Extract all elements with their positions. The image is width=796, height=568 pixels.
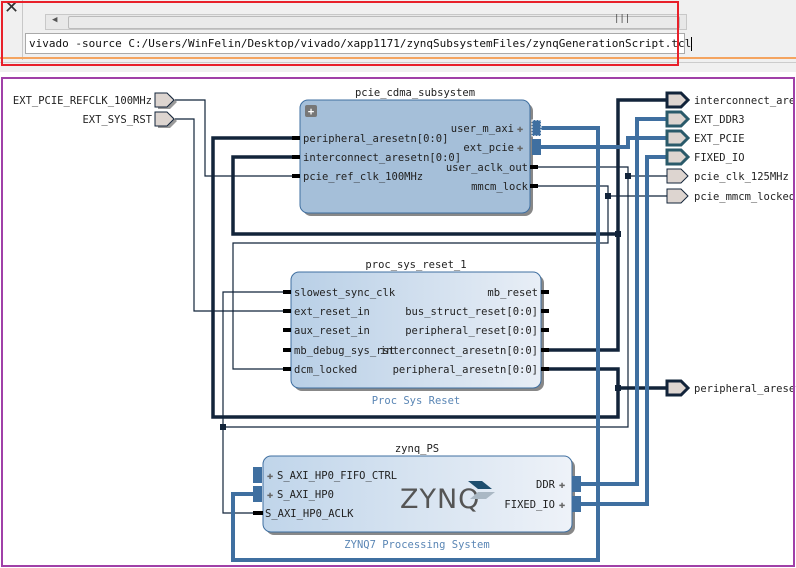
zynq-logo: ZYNQ (400, 481, 495, 515)
port-label: interconnect_aresetn (694, 95, 796, 107)
bus-plus-icon[interactable]: ✚ (517, 142, 523, 154)
divider (0, 62, 796, 63)
net-user-aclk[interactable] (222, 166, 629, 428)
port-label: EXT_PCIE_REFCLK_100MHz (13, 95, 152, 107)
pin-label: aux_reset_in (294, 325, 370, 337)
highlight-diagram (1, 77, 795, 567)
tcl-command-input[interactable]: vivado -source C:/Users/WinFelin/Desktop… (25, 33, 693, 54)
block-subtitle: ZYNQ7 Processing System (344, 539, 489, 551)
pin-label: pcie_ref_clk_100MHz (303, 171, 423, 183)
command-text: vivado -source C:/Users/WinFelin/Desktop… (29, 37, 692, 50)
pin-label: peripheral_aresetn[0:0] (393, 364, 538, 376)
pin-label: interconnect_aresetn[0:0] (303, 152, 461, 164)
port-pcie-mmcm-locked[interactable]: pcie_mmcm_locked (666, 188, 795, 204)
bus-ddr[interactable] (578, 117, 667, 486)
port-ext-pcie-refclk[interactable]: EXT_PCIE_REFCLK_100MHz (13, 92, 177, 109)
reset-nets (211, 98, 667, 419)
port-label: EXT_DDR3 (694, 114, 745, 126)
external-output-ports: interconnect_aresetn EXT_DDR3 EXT_PCIE F… (665, 91, 796, 397)
svg-text:+: + (308, 106, 314, 118)
block-proc-sys-reset[interactable]: proc_sys_reset_1 slowest_sync_clk ext_re… (283, 259, 549, 407)
bus-fixed-io[interactable] (578, 155, 667, 506)
net-aclk-zynq[interactable] (222, 427, 263, 514)
pin-label: FIXED_IO (504, 499, 555, 511)
port-fixed-io[interactable]: FIXED_IO (665, 148, 745, 166)
port-label: EXT_PCIE (694, 133, 745, 145)
port-label: pcie_clk_125MHz (694, 171, 789, 183)
pin-label: ext_reset_in (294, 306, 370, 318)
pin-label: mb_debug_sys_rst (294, 345, 395, 357)
bus-pin-icon (253, 486, 262, 502)
port-interconnect-aresetn[interactable]: interconnect_aresetn (665, 91, 796, 109)
net-mmcm-lock[interactable] (232, 185, 609, 370)
bus-pin-icon (572, 496, 581, 512)
thin-nets (175, 99, 667, 514)
port-ext-pcie[interactable]: EXT_PCIE (665, 129, 745, 147)
bus-pin-icon (253, 467, 262, 483)
bus-pin-icon (532, 139, 541, 155)
close-icon[interactable]: ✕ (4, 0, 20, 18)
highlight-console (1, 1, 679, 66)
port-ext-ddr3[interactable]: EXT_DDR3 (665, 110, 745, 128)
bus-user-m-axi[interactable] (231, 126, 600, 562)
pin-label: user_aclk_out (446, 162, 528, 174)
divider (22, 0, 23, 60)
pin-label: interconnect_aresetn[0:0] (380, 345, 538, 357)
external-input-ports: EXT_PCIE_REFCLK_100MHz EXT_SYS_RST (13, 92, 177, 128)
bus-pin-icon (531, 119, 542, 137)
pin-label: S_AXI_HP0_FIFO_CTRL (277, 470, 397, 482)
port-label: pcie_mmcm_locked (694, 191, 795, 203)
grip-icon: ||| (614, 14, 631, 24)
pin-label: user_m_axi (451, 123, 514, 135)
block-title: proc_sys_reset_1 (365, 259, 466, 271)
net-interconnect-out[interactable] (541, 98, 667, 352)
junctions (220, 173, 631, 430)
svg-text:ZYNQ: ZYNQ (400, 484, 480, 515)
bus-plus-icon[interactable]: ✚ (517, 123, 523, 135)
scroll-left-icon[interactable]: ◀ (52, 15, 58, 25)
bus-nets (231, 117, 667, 562)
pin-label: mb_reset (487, 287, 538, 299)
bus-ext-pcie[interactable] (540, 136, 667, 149)
pin-label: peripheral_reset[0:0] (405, 325, 538, 337)
bus-plus-icon[interactable]: ✚ (559, 479, 565, 491)
port-pcie-clk-125mhz[interactable]: pcie_clk_125MHz (666, 168, 789, 184)
pin-label: DDR (536, 479, 556, 491)
bus-plus-icon[interactable]: ✚ (267, 470, 273, 482)
tcl-console-panel: ✕ ◀ ||| vivado -source C:/Users/WinFelin… (0, 0, 796, 72)
pin-label: mmcm_lock (471, 181, 529, 193)
net-pcie-refclk[interactable] (175, 99, 300, 177)
pin-label: dcm_locked (294, 364, 357, 376)
divider (0, 57, 796, 59)
bus-pin-icon (572, 476, 581, 492)
block-pcie-cdma-subsystem[interactable]: pcie_cdma_subsystem + peripheral_aresetn… (292, 87, 542, 216)
pin-label: S_AXI_HP0_ACLK (265, 508, 354, 520)
block-subtitle: Proc Sys Reset (372, 395, 461, 407)
port-peripheral-aresetn[interactable]: peripheral_aresetn (665, 379, 796, 397)
net-interconnect-aresetn[interactable] (231, 155, 618, 236)
port-label: peripheral_aresetn (694, 383, 796, 395)
net-peripheral-aresetn[interactable] (211, 136, 620, 419)
horizontal-scrollbar[interactable]: ◀ ||| (45, 14, 687, 30)
pin-label: bus_struct_reset[0:0] (405, 306, 538, 318)
bus-plus-icon[interactable]: ✚ (267, 489, 273, 501)
pin-label: S_AXI_HP0 (277, 489, 334, 501)
bus-plus-icon[interactable]: ✚ (559, 499, 565, 511)
block-zynq-ps[interactable]: zynq_PS ✚ ✚ S_AXI_HP0_FIFO_CTRL S_AXI_HP… (253, 443, 581, 551)
block-title: pcie_cdma_subsystem (355, 87, 475, 99)
port-label: EXT_SYS_RST (82, 114, 152, 126)
scrollbar-thumb[interactable] (68, 16, 680, 29)
port-ext-sys-rst[interactable]: EXT_SYS_RST (82, 111, 177, 128)
block-title: zynq_PS (395, 443, 439, 455)
pin-label: slowest_sync_clk (294, 287, 396, 299)
pin-label: peripheral_aresetn[0:0] (303, 133, 448, 145)
pin-label: ext_pcie (463, 142, 514, 154)
text-caret (691, 37, 693, 51)
port-label: FIXED_IO (694, 152, 745, 164)
net-ext-sys-rst[interactable] (175, 118, 291, 312)
expand-icon[interactable] (305, 105, 317, 117)
